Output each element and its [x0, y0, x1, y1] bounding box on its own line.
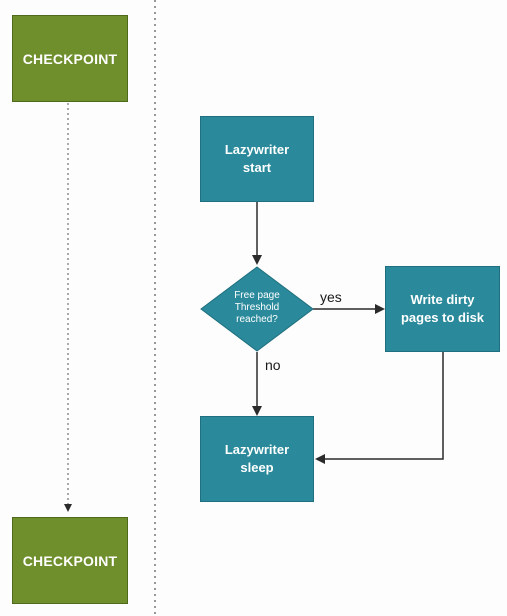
checkpoint-bottom-label: CHECKPOINT [22, 552, 118, 569]
checkpoint-top-label: CHECKPOINT [22, 50, 118, 67]
write-dirty-pages-label: Write dirty pages to disk [400, 292, 485, 325]
checkpoint-top-node: CHECKPOINT [12, 15, 128, 102]
edge-label-yes: yes [320, 289, 342, 305]
write-to-sleep-arrow [315, 352, 444, 464]
decision-label: Free page Threshold reached? [234, 290, 280, 325]
lazywriter-start-node: Lazywriter start [200, 116, 314, 202]
lazywriter-start-label: Lazywriter start [224, 142, 290, 175]
edge-label-no: no [265, 357, 281, 373]
write-dirty-pages-node: Write dirty pages to disk [385, 266, 500, 352]
lazywriter-sleep-node: Lazywriter sleep [200, 416, 314, 502]
decision-diamond [200, 266, 314, 352]
checkpoint-bottom-node: CHECKPOINT [12, 517, 128, 604]
lazywriter-sleep-label: Lazywriter sleep [224, 442, 290, 475]
